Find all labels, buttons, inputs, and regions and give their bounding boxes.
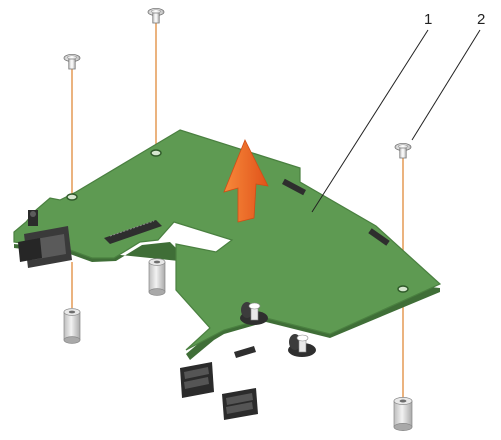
small-chip [234, 346, 256, 358]
callout-1-label: 1 [424, 11, 432, 28]
front-port-right [222, 388, 258, 420]
callout-1-leader [311, 29, 429, 213]
screw-right [394, 143, 412, 159]
mounting-holes [66, 149, 409, 293]
edge-connector-right [281, 178, 307, 196]
callout-2-leader [411, 29, 481, 141]
callout-2-label: 2 [477, 11, 485, 28]
standoff-center [148, 258, 166, 296]
edge-connector-right-lower [368, 228, 390, 246]
release-clip-right [288, 334, 316, 357]
standoff-left [63, 308, 81, 344]
screw-top-center [147, 8, 165, 24]
mounting-hole [150, 149, 162, 157]
mounting-hole [397, 285, 409, 293]
lift-direction-arrow-icon [223, 139, 269, 223]
screw-guide-lines [71, 22, 404, 398]
left-port-bracket [18, 210, 72, 268]
mounting-hole [66, 193, 78, 201]
front-port-left [180, 362, 214, 398]
standoff-right [393, 397, 413, 431]
screw-top-left [63, 54, 81, 70]
ribbon-connector [104, 220, 162, 244]
release-clip-left [240, 302, 268, 325]
